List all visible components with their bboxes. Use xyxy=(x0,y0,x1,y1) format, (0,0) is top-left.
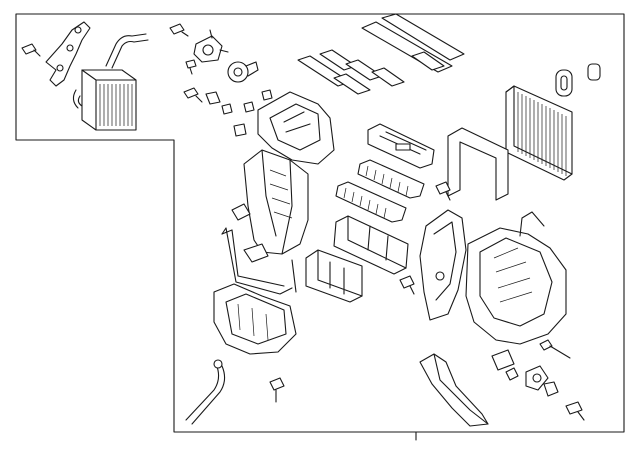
heater-core xyxy=(72,69,137,131)
seal-gasket xyxy=(243,243,269,263)
hvac-case-right xyxy=(465,211,567,345)
evaporator-core xyxy=(505,85,573,181)
grommet xyxy=(555,69,573,97)
drain-hose xyxy=(185,359,226,425)
floor-duct xyxy=(419,353,489,427)
screw-bolt xyxy=(539,339,571,359)
lower-case xyxy=(213,283,297,355)
clip xyxy=(221,103,233,115)
seal-strip xyxy=(411,51,445,71)
gear-actuator xyxy=(227,61,259,83)
mode-door xyxy=(367,123,435,169)
duct-frame xyxy=(447,127,509,201)
clip xyxy=(243,101,255,113)
blower-housing-left xyxy=(243,149,309,255)
side-cover xyxy=(419,209,467,321)
seal-gasket-frame xyxy=(361,13,465,73)
screw-bolt xyxy=(183,87,203,103)
actuator-motor xyxy=(525,365,549,391)
heater-pipe xyxy=(105,33,149,69)
clip xyxy=(261,89,273,101)
mounting-bracket xyxy=(45,21,91,87)
temp-door xyxy=(333,215,409,275)
screw-bolt xyxy=(21,43,41,57)
upper-housing xyxy=(257,91,335,165)
actuator-motor xyxy=(193,29,229,63)
louver-door xyxy=(335,181,407,223)
screw-bolt xyxy=(399,275,415,295)
diagram-boundary-frame xyxy=(15,13,625,433)
clip xyxy=(505,367,519,381)
screw-bolt xyxy=(169,23,189,37)
screw-bolt xyxy=(565,401,585,421)
clip xyxy=(543,381,559,397)
clip xyxy=(233,123,247,137)
air-duct xyxy=(305,249,363,303)
duct-seal-frame xyxy=(221,227,297,295)
screw-bolt xyxy=(185,59,197,75)
louver-door xyxy=(357,159,425,199)
seal-gasket xyxy=(491,349,515,371)
clip xyxy=(205,91,221,105)
seal-strip xyxy=(333,73,371,95)
grommet xyxy=(587,63,601,81)
seal-strip xyxy=(371,67,405,87)
seal-gasket xyxy=(231,203,251,221)
screw-bolt xyxy=(435,181,451,201)
screw-bolt xyxy=(269,377,285,403)
